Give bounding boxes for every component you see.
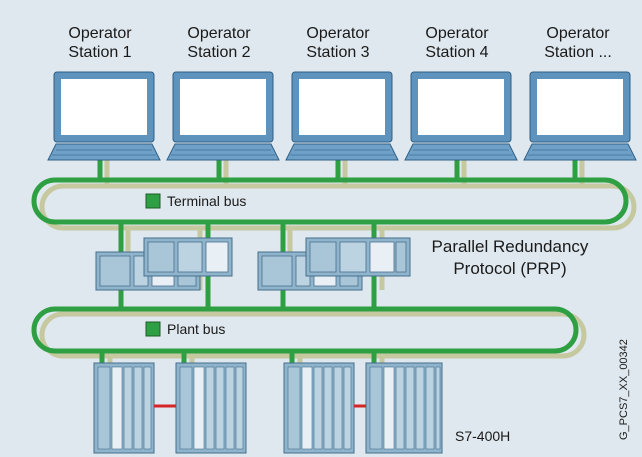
station-3-label: Operator Station 3: [280, 24, 396, 62]
plant-bus-label: Plant bus: [167, 321, 226, 337]
station-3-label-line2: Station 3: [306, 44, 370, 61]
operator-station-3-computer-icon: [285, 71, 399, 161]
station-4-label-line1: Operator: [425, 25, 489, 42]
s7-controller-4-icon: [365, 362, 443, 454]
station-5-label-line2: Station ...: [544, 44, 612, 61]
s7-controller-3-icon: [283, 362, 355, 454]
prp-label-line1: Parallel Redundancy: [431, 237, 589, 256]
s7-controller-1-icon: [93, 362, 155, 454]
station-1-label-line1: Operator: [68, 25, 132, 42]
station-4-label-line2: Station 4: [425, 44, 489, 61]
station-2-label-line1: Operator: [187, 25, 251, 42]
prp-server-group-right-icon: [257, 237, 411, 291]
prp-server-group-left-icon: [95, 237, 233, 291]
station-4-label: Operator Station 4: [399, 24, 515, 62]
controller-label: S7-400H: [455, 428, 511, 444]
station-2-label-line2: Station 2: [187, 44, 251, 61]
station-3-label-line1: Operator: [306, 25, 370, 42]
terminal-bus-label: Terminal bus: [167, 193, 247, 209]
station-2-label: Operator Station 2: [161, 24, 277, 62]
prp-label-line2: Protocol (PRP): [453, 259, 567, 278]
operator-station-4-computer-icon: [404, 71, 518, 161]
figure-id-watermark: G_PCS7_XX_00342: [618, 339, 630, 440]
station-1-label-line2: Station 1: [68, 44, 132, 61]
operator-station-5-computer-icon: [523, 71, 637, 161]
operator-station-1-computer-icon: [47, 71, 161, 161]
station-5-label: Operator Station ...: [520, 24, 636, 62]
operator-station-2-computer-icon: [166, 71, 280, 161]
station-5-label-line1: Operator: [546, 25, 610, 42]
prp-label: Parallel Redundancy Protocol (PRP): [410, 236, 610, 280]
plant-bus-legend-square: [145, 321, 161, 337]
terminal-bus-legend-square: [145, 193, 161, 209]
terminal-bus: [31, 158, 629, 260]
station-1-label: Operator Station 1: [42, 24, 158, 62]
s7-controller-2-icon: [175, 362, 247, 454]
